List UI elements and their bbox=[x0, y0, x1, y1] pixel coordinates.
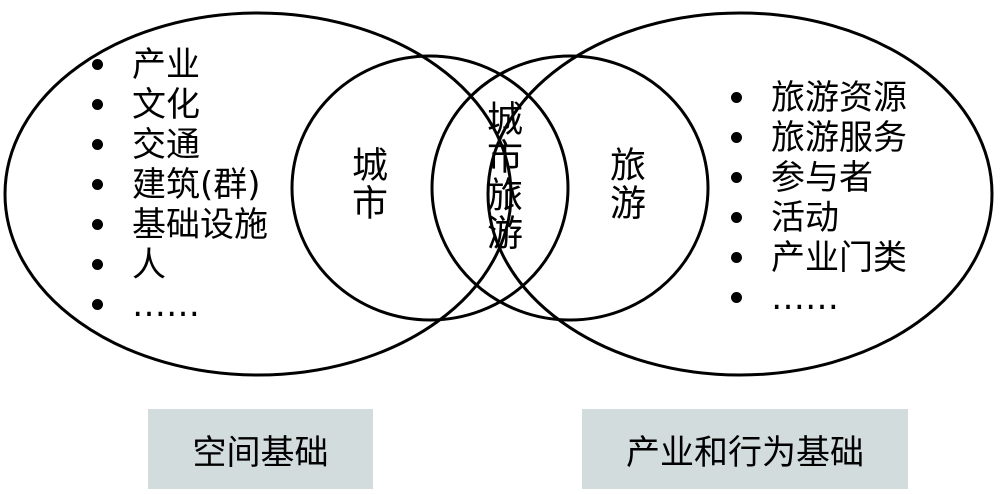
list-item: 旅游资源 bbox=[731, 78, 907, 118]
list-item: 建筑(群) bbox=[92, 165, 268, 205]
list-item: 文化 bbox=[92, 85, 268, 125]
list-item: 旅游服务 bbox=[731, 118, 907, 158]
city-label: 城市 bbox=[346, 146, 387, 222]
tourism-label: 旅游 bbox=[604, 146, 645, 222]
tourism-elements-list: 旅游资源 旅游服务 参与者 活动 产业门类 …… bbox=[731, 78, 907, 318]
list-item: …… bbox=[731, 278, 907, 318]
list-item: 参与者 bbox=[731, 158, 907, 198]
list-item: 活动 bbox=[731, 198, 907, 238]
left-outer-ellipse bbox=[3, 11, 513, 377]
city-circle bbox=[290, 54, 570, 322]
industry-behavior-base-box: 产业和行为基础 bbox=[582, 409, 908, 489]
list-item: 产业门类 bbox=[731, 238, 907, 278]
tourism-circle bbox=[430, 54, 710, 322]
list-item: 产业 bbox=[92, 45, 268, 85]
right-outer-ellipse bbox=[486, 11, 994, 377]
city-tourism-label: 城市旅游 bbox=[481, 100, 522, 252]
list-item: …… bbox=[92, 285, 268, 325]
list-item: 交通 bbox=[92, 125, 268, 165]
list-item: 人 bbox=[92, 245, 268, 285]
list-item: 基础设施 bbox=[92, 205, 268, 245]
spatial-base-box: 空间基础 bbox=[148, 409, 373, 489]
spatial-elements-list: 产业 文化 交通 建筑(群) 基础设施 人 …… bbox=[92, 45, 268, 325]
